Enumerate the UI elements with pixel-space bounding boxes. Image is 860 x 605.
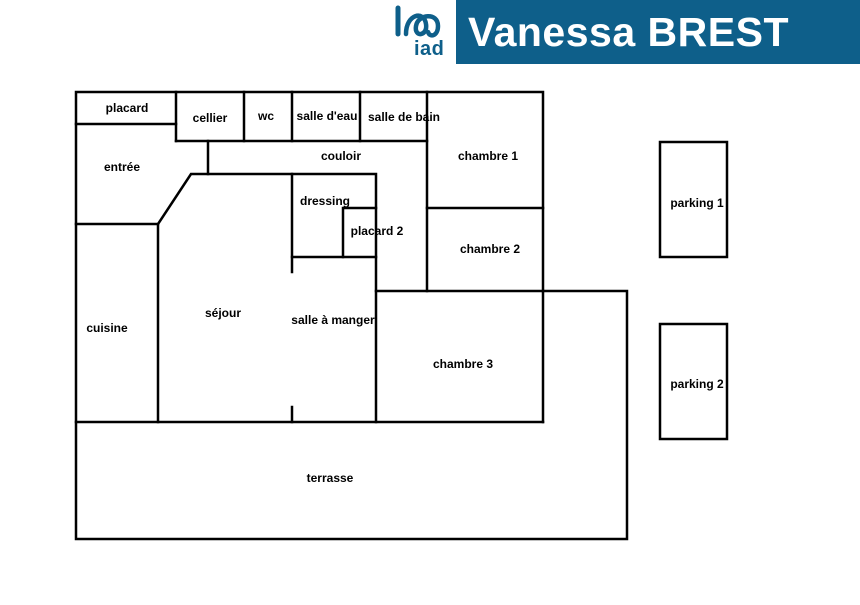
parking-1-outline: [658, 140, 729, 259]
room-label-salle-manger: salle à manger: [291, 313, 375, 327]
brand-logo: iad: [386, 0, 456, 64]
room-label-dressing: dressing: [300, 194, 350, 208]
room-label-cuisine: cuisine: [86, 321, 128, 335]
room-label-wc: wc: [257, 109, 274, 123]
room-label-sejour: séjour: [205, 306, 241, 320]
room-label-couloir: couloir: [321, 149, 361, 163]
wall-placard-2: [341, 206, 378, 259]
agent-banner: Vanessa BREST: [456, 0, 860, 64]
room-label-cellier: cellier: [193, 111, 228, 125]
agent-name: Vanessa BREST: [468, 8, 789, 55]
header-banner: iad Vanessa BREST: [0, 0, 860, 64]
room-label-parking-1: parking 1: [670, 196, 724, 210]
room-label-chambre-3: chambre 3: [433, 357, 493, 371]
room-label-parking-2: parking 2: [670, 377, 724, 391]
parking-2-outline: [658, 322, 729, 441]
room-label-chambre-2: chambre 2: [460, 242, 520, 256]
room-label-placard-2: placard 2: [351, 224, 404, 238]
room-label-salle-eau: salle d'eau: [297, 109, 358, 123]
iad-swirl-icon: [395, 5, 441, 38]
room-label-chambre-1: chambre 1: [458, 149, 518, 163]
logo-text: iad: [414, 38, 445, 60]
walls: [74, 90, 729, 541]
room-label-entree: entrée: [104, 160, 140, 174]
room-label-salle-bain: salle de bain: [368, 110, 440, 124]
room-label-placard: placard: [106, 101, 149, 115]
room-label-terrasse: terrasse: [307, 471, 354, 485]
outer-wall: [74, 90, 629, 541]
